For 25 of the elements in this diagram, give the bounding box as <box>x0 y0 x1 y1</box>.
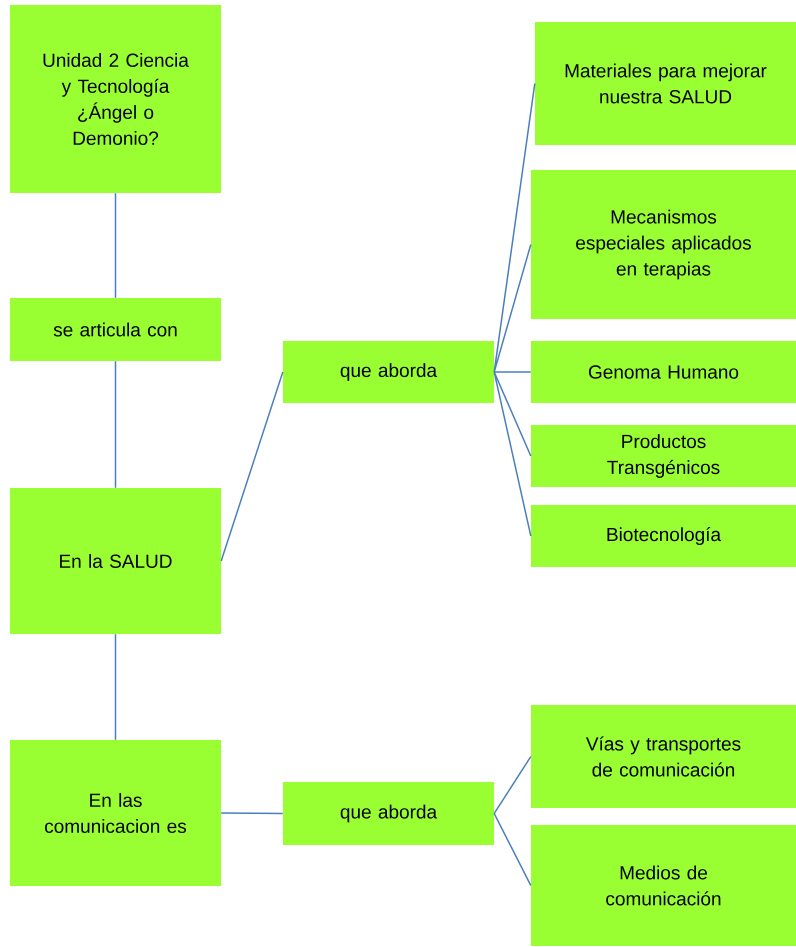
connector-line <box>494 756 532 814</box>
concept-box: Medios de comunicación <box>531 825 796 946</box>
connector-line <box>493 83 536 372</box>
connector-line <box>220 372 284 562</box>
concept-box: Productos Transgénicos <box>531 425 796 487</box>
concept-box: que aborda <box>283 341 494 403</box>
concept-box: Vías y transportes de comunicación <box>531 705 796 808</box>
concept-box: En las comunicacion es <box>10 740 221 886</box>
concept-box: Materiales para mejorar nuestra SALUD <box>535 22 796 145</box>
concept-box: Biotecnología <box>531 505 796 567</box>
concept-box: Genoma Humano <box>531 341 796 403</box>
connector-line <box>221 812 283 814</box>
connector-line <box>494 371 531 373</box>
concept-box: que aborda <box>283 782 494 845</box>
concept-box: Unidad 2 Ciencia y Tecnología ¿Ángel o Demonio? <box>10 5 221 193</box>
concept-box: Mecanismos especiales aplicados en terapias <box>531 170 796 319</box>
connector-line <box>114 361 116 488</box>
connector-line <box>493 372 532 536</box>
connector-line <box>494 813 532 886</box>
concept-box: se articula con <box>10 298 221 361</box>
connector-line <box>494 372 532 456</box>
concept-box: En la SALUD <box>10 488 221 634</box>
connector-line <box>114 193 116 298</box>
connector-line <box>114 634 116 740</box>
connector-line <box>493 244 532 372</box>
